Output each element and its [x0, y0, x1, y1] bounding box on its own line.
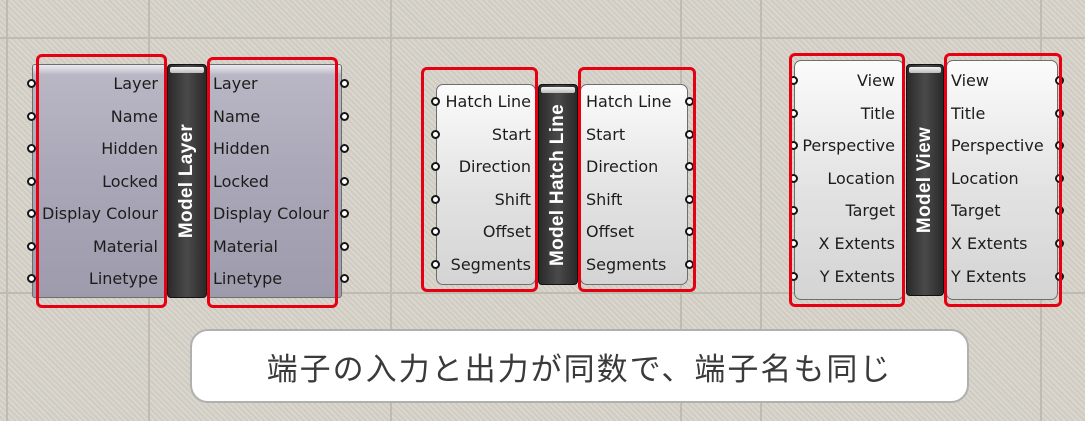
model-layer-input-label: Hidden: [101, 139, 158, 158]
model-hatch-line-output-label: Hatch Line: [586, 92, 672, 111]
model-layer-input-grip[interactable]: [27, 144, 36, 153]
model-view-input-label: X Extents: [818, 234, 896, 253]
model-view-output-label: Location: [951, 168, 1019, 188]
model-layer-input-label: Material: [93, 236, 158, 256]
model-layer-output-grip[interactable]: [340, 176, 349, 186]
model-view-input-label: Perspective: [802, 136, 895, 156]
model-layer-output-grip[interactable]: [340, 241, 349, 251]
caption-box: 端子の入力と出力が同数で、端子名も同じ: [190, 329, 969, 403]
model-hatch-line-output-label: Shift: [586, 189, 623, 209]
model-view-output-grip[interactable]: [1055, 239, 1064, 248]
model-view-output-label: X Extents: [951, 234, 1028, 253]
model-view-output-label: Y Extents: [951, 266, 1027, 286]
model-view-output-label: Perspective: [951, 136, 1044, 156]
model-view-output-label: Title: [951, 103, 986, 123]
model-layer-title: Model Layer: [176, 123, 197, 239]
model-hatch-line-output-grip[interactable]: [685, 162, 694, 172]
model-view-output-label: Target: [951, 201, 1001, 221]
model-layer-input-label: Name: [110, 106, 158, 126]
model-view-output-grip[interactable]: [1055, 271, 1064, 281]
model-hatch-line-input-label: Direction: [458, 157, 531, 177]
model-hatch-line-input-label: Offset: [482, 222, 531, 242]
model-view-input-panel: [794, 60, 904, 300]
model-view-input-label: Target: [845, 201, 896, 221]
model-layer-output-label: Locked: [213, 171, 269, 191]
model-view-output-grip[interactable]: [1055, 141, 1064, 151]
model-view-output-grip[interactable]: [1055, 173, 1064, 183]
model-layer-input-label: Locked: [102, 171, 158, 191]
model-layer-output-grip[interactable]: [340, 111, 349, 121]
model-layer-input-panel: [32, 64, 166, 298]
model-view-input-label: Title: [860, 103, 895, 123]
model-layer-input-label: Display Colour: [42, 204, 158, 223]
model-hatch-line-output-grip[interactable]: [685, 97, 694, 106]
caption-text: 端子の入力と出力が同数で、端子名も同じ: [266, 351, 893, 388]
model-hatch-line-input-grip[interactable]: [431, 227, 440, 237]
model-view-output-grip[interactable]: [1055, 108, 1064, 118]
model-hatch-line-input-label: Hatch Line: [445, 92, 531, 111]
model-layer-output-label: Name: [213, 106, 261, 126]
model-hatch-line-title: Model Hatch Line: [547, 103, 568, 266]
model-layer-output-grip[interactable]: [340, 144, 349, 153]
model-hatch-line-input-grip[interactable]: [431, 162, 440, 172]
model-hatch-line-output-panel: [580, 84, 688, 285]
model-layer-title-bar[interactable]: Model Layer: [167, 64, 207, 298]
bar-cap: [170, 67, 204, 73]
model-view-output-grip[interactable]: [1055, 76, 1064, 85]
model-hatch-line-output-grip[interactable]: [685, 260, 694, 269]
model-layer-input-label: Linetype: [88, 269, 158, 288]
model-hatch-line-input-panel: [436, 84, 536, 285]
model-view-input-label: Y Extents: [819, 266, 895, 286]
model-hatch-line-input-grip[interactable]: [431, 129, 440, 139]
model-hatch-line-output-grip[interactable]: [685, 194, 694, 204]
model-hatch-line-output-label: Start: [586, 124, 626, 144]
model-layer-input-grip[interactable]: [27, 241, 36, 251]
bar-cap: [909, 67, 941, 73]
model-layer-output-panel: [208, 64, 342, 298]
model-view-output-panel: [946, 60, 1058, 300]
model-layer-output-label: Material: [213, 236, 278, 256]
model-hatch-line-output-grip[interactable]: [685, 129, 694, 139]
model-hatch-line-input-label: Segments: [450, 255, 531, 274]
model-layer-output-label: Layer: [213, 74, 258, 93]
model-hatch-line-input-label: Shift: [494, 189, 531, 209]
model-view-input-label: View: [857, 71, 895, 90]
model-hatch-line-input-grip[interactable]: [431, 97, 440, 106]
model-layer-input-grip[interactable]: [27, 111, 36, 121]
model-layer-input-label: Layer: [113, 74, 158, 93]
model-view-title-bar[interactable]: Model View: [906, 64, 944, 296]
model-layer-input-grip[interactable]: [27, 274, 36, 283]
model-layer-output-label: Hidden: [213, 139, 270, 158]
model-layer-output-grip[interactable]: [340, 274, 349, 283]
model-hatch-line-output-label: Segments: [586, 255, 667, 274]
model-hatch-line-input-grip[interactable]: [431, 260, 440, 269]
model-hatch-line-title-bar[interactable]: Model Hatch Line: [538, 84, 578, 285]
model-view-title: Model View: [914, 126, 935, 234]
model-view-input-label: Location: [827, 168, 895, 188]
bar-cap: [541, 87, 575, 93]
model-layer-input-grip[interactable]: [27, 79, 36, 88]
model-layer-output-grip[interactable]: [340, 79, 349, 88]
model-layer-output-grip[interactable]: [340, 209, 349, 218]
model-hatch-line-output-grip[interactable]: [685, 227, 694, 237]
model-hatch-line-output-label: Offset: [586, 222, 635, 242]
model-hatch-line-input-label: Start: [491, 124, 531, 144]
model-hatch-line-input-grip[interactable]: [431, 194, 440, 204]
model-layer-output-label: Linetype: [213, 269, 283, 288]
model-layer-output-label: Display Colour: [213, 204, 329, 223]
model-view-output-label: View: [951, 71, 989, 90]
model-view-output-grip[interactable]: [1055, 206, 1064, 216]
model-layer-input-grip[interactable]: [27, 209, 36, 218]
model-hatch-line-output-label: Direction: [586, 157, 659, 177]
model-layer-input-grip[interactable]: [27, 176, 36, 186]
